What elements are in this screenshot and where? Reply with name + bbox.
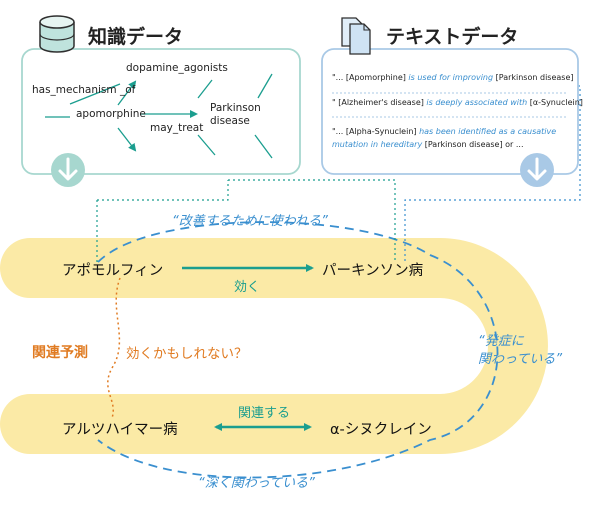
knowledge-panel-title: 知識データ [88,26,184,48]
yellow-band [0,238,548,454]
text-panel-frame [321,48,579,175]
database-icon [39,15,75,53]
quote-1: "... [Apomorphine] is used for improving… [332,73,574,82]
relation-associated: 関連する [238,406,291,421]
quote-onset-line2: 関わっている” [478,352,563,367]
related-prediction-label: 関連予測 [32,345,88,361]
down-arrow-icon [520,153,554,187]
quote-4: mutation in hereditary [Parkinson diseas… [332,140,524,149]
text-panel-title: テキストデータ [386,26,519,48]
relation-effective: 効く [234,280,261,295]
edge-has-mechanism: has_mechanism _of [32,84,136,96]
text-connector [404,85,581,262]
blue-dashed-loop [97,221,499,479]
entity-synuclein: α-シヌクレイン [330,422,432,438]
edge-may-treat: may_treat [150,122,204,134]
node-parkinson-line1: Parkinson [210,102,261,114]
knowledge-connector [96,179,396,262]
node-dopamine-agonists: dopamine_agonists [126,62,228,74]
prediction-line [107,277,121,419]
documents-icon [341,17,371,55]
quote-used-to-improve: “改善するために使われる” [172,214,328,229]
quote-2: " [Alzheimer's disease] is deeply associ… [332,98,583,107]
maybe-effective-label: 効くかもしれない？ [126,346,248,362]
entity-alzheimer: アルツハイマー病 [62,422,178,438]
entity-parkinson: パーキンソン病 [322,263,424,279]
quote-onset-line1: “発症に [478,334,524,349]
node-parkinson-line2: disease [210,115,250,127]
quote-3: "... [Alpha-Synuclein] has been identifi… [332,127,557,136]
node-apomorphine: apomorphine [76,108,146,120]
down-arrow-icon [51,153,85,187]
knowledge-panel-frame [21,48,301,175]
entity-apomorphine: アポモルフィン [62,263,164,279]
quote-deeply-involved: “深く関わっている” [198,476,315,491]
